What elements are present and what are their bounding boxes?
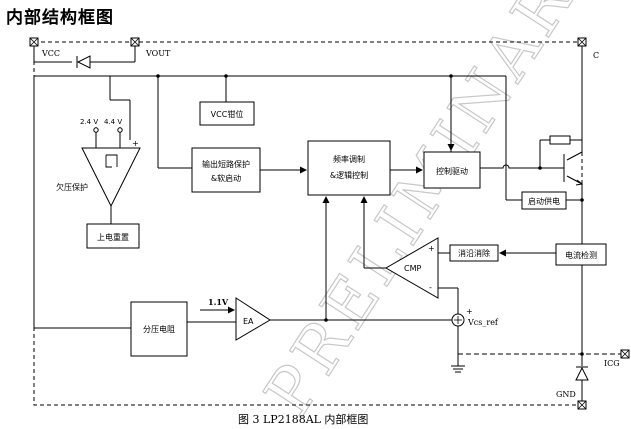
freq-logic-label-1: 频率调制 xyxy=(333,154,365,164)
cmp-plus-sign: + xyxy=(428,244,435,253)
power-on-reset-label: 上电重置 xyxy=(97,232,129,242)
freq-logic-label-2: &逻辑控制 xyxy=(330,170,368,180)
ea-amplifier-icon xyxy=(235,297,271,341)
vcs-ref-label: Vcs_ref xyxy=(467,318,499,327)
ground-icon xyxy=(451,326,465,373)
uvlo-v2-label: 4.4 V xyxy=(104,118,122,126)
cmp-label: CMP xyxy=(404,264,421,273)
vcc-vout-wiring xyxy=(33,46,136,63)
base-resistor-icon xyxy=(549,135,571,145)
startup-supply-label: 启动供电 xyxy=(528,196,560,206)
blanking-label: 消沿消除 xyxy=(458,248,490,258)
vcc-clamp-block xyxy=(199,101,255,126)
uvlo-plus-sign: + xyxy=(132,139,139,148)
power-transistor-icon xyxy=(539,46,584,246)
ea-output-wiring xyxy=(270,196,452,321)
pin-vcc-label: VCC xyxy=(41,49,60,58)
freq-logic-block xyxy=(307,140,391,196)
pin-vout-marker xyxy=(130,37,140,47)
divider-resistor-label: 分压电阻 xyxy=(143,324,175,334)
uvlo-comparator xyxy=(81,127,141,224)
divider-resistor-block xyxy=(130,301,188,357)
page-title: 内部结构框图 xyxy=(6,8,114,28)
output-protect-block xyxy=(191,147,261,193)
pin-gnd-marker xyxy=(577,400,587,410)
pin-c-label: C xyxy=(593,51,599,60)
pin-icg-label: ICG xyxy=(604,359,620,368)
signal-path xyxy=(260,76,553,174)
output-protect-label-1: 输出短路保护 xyxy=(202,159,250,169)
pin-c-marker xyxy=(577,37,587,47)
figure-caption: 图 3 LP2188AL 内部框图 xyxy=(238,412,368,426)
cmp-wiring xyxy=(360,196,459,314)
vout-diode-icon xyxy=(76,55,91,69)
summing-node-icon xyxy=(451,313,465,327)
uvlo-label: 欠压保护 xyxy=(56,182,88,192)
summing-plus-sign: + xyxy=(466,307,473,316)
current-detect-block xyxy=(555,243,607,266)
pin-vout-label: VOUT xyxy=(145,49,171,58)
pin-gnd-label: GND xyxy=(556,390,576,399)
current-detect-label: 电流检测 xyxy=(565,250,597,260)
cmp-comparator-icon xyxy=(384,237,439,299)
control-drive-label: 控制驱动 xyxy=(436,166,468,176)
control-drive-block xyxy=(423,151,481,189)
ea-label: EA xyxy=(243,317,254,326)
pin-vcc-marker xyxy=(29,37,39,47)
vcc-clamp-label: VCC钳位 xyxy=(211,109,244,119)
ref-voltage-label: 1.1V xyxy=(208,297,229,307)
power-on-reset-block xyxy=(86,223,140,249)
gnd-diode-icon xyxy=(575,366,589,381)
cmp-minus-sign: - xyxy=(429,283,432,292)
uvlo-v1-label: 2.4 V xyxy=(80,118,98,126)
pin-icg-marker xyxy=(620,349,630,359)
output-protect-label-2: &软启动 xyxy=(211,173,241,183)
icg-gnd-wiring xyxy=(458,265,621,401)
watermark: PRELIMINARY xyxy=(251,0,614,429)
